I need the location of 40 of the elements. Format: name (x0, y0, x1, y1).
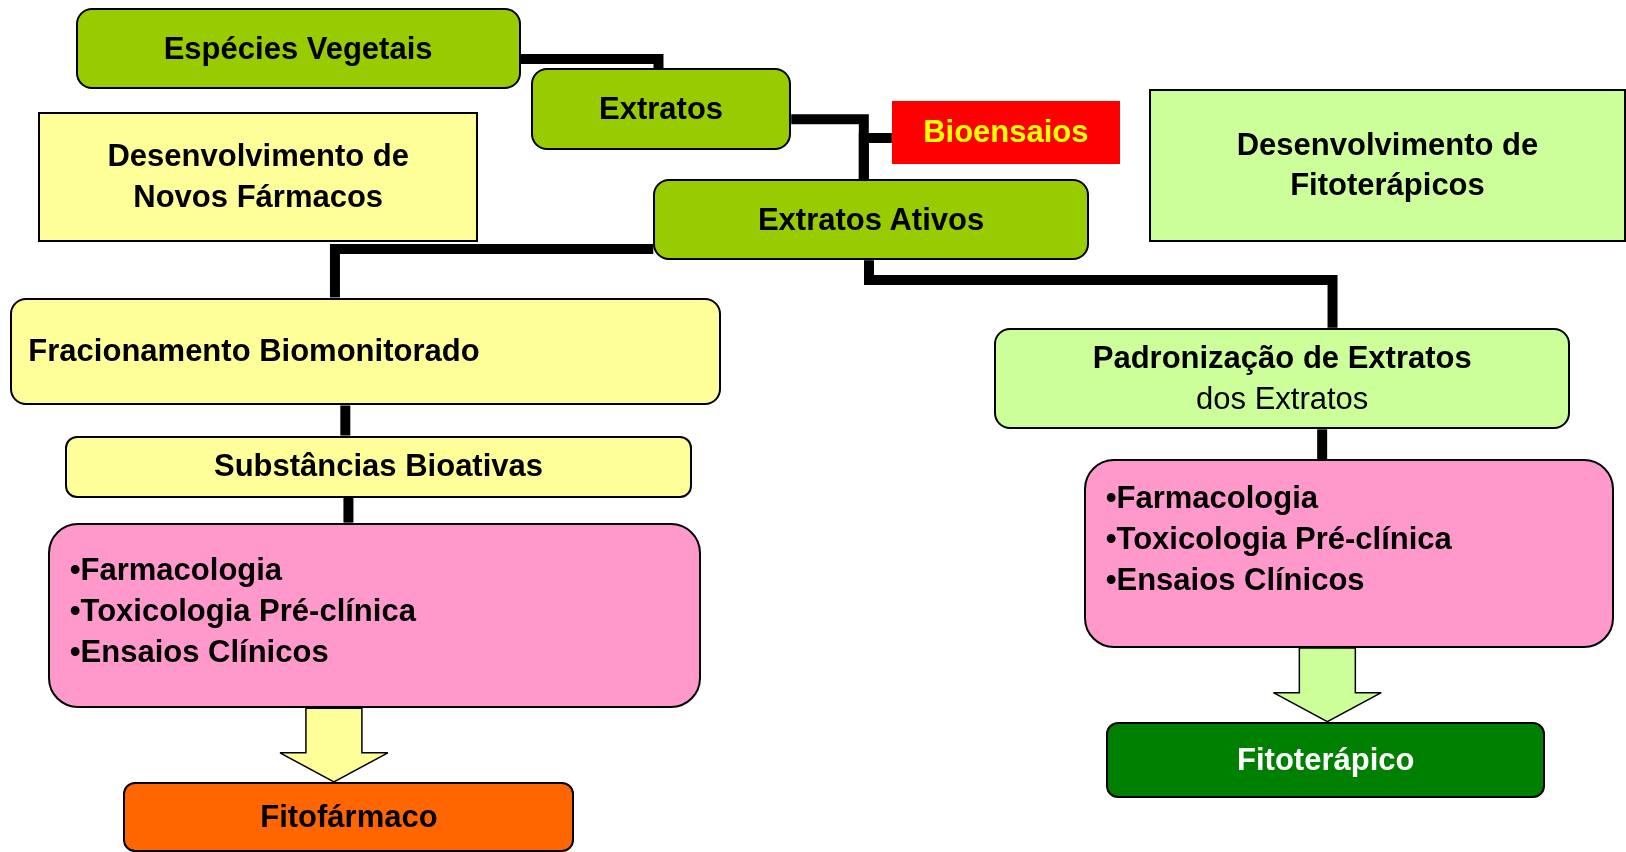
block-arrow (279, 707, 389, 783)
list-box (47, 522, 701, 709)
connector-line (858, 132, 892, 180)
connector-line (343, 497, 354, 523)
process-box (10, 297, 721, 406)
process-box (994, 327, 1570, 430)
connector-line (1317, 429, 1328, 460)
box-label: Fitofármaco (260, 797, 438, 836)
process-box (65, 435, 692, 498)
process-box (891, 100, 1120, 164)
list-item: •Ensaios Clínicos (69, 633, 329, 672)
box-label: Extratos Ativos (757, 200, 985, 239)
box-label: Bioensaios (923, 113, 1089, 152)
process-box (75, 8, 521, 90)
list-item: •Farmacologia (69, 550, 283, 589)
connector-line (864, 260, 1338, 328)
section-heading-box (1149, 89, 1626, 242)
box-label: dos Extratos (1196, 379, 1369, 418)
list-item: •Ensaios Clínicos (1105, 561, 1365, 600)
connector-line (329, 243, 654, 298)
box-label: Desenvolvimento de Novos Fármacos (106, 137, 410, 216)
section-heading-box (38, 112, 479, 242)
list-item: •Toxicologia Pré-clínica (69, 591, 416, 630)
box-label: Substâncias Bioativas (213, 447, 544, 486)
result-box (1106, 721, 1546, 799)
block-arrow (1272, 647, 1382, 723)
box-label: Fracionamento Biomonitorado (28, 332, 480, 371)
connector-line (520, 54, 664, 69)
connector-line (340, 405, 351, 436)
process-box (653, 179, 1089, 261)
box-label: Espécies Vegetais (163, 29, 433, 68)
box-label: Extratos (599, 90, 724, 129)
list-item: •Farmacologia (1105, 478, 1319, 517)
result-box (123, 781, 575, 852)
box-label: Desenvolvimento de Fitoterápicos (1235, 126, 1540, 205)
box-label: Padronização de Extratos (1092, 339, 1472, 378)
list-item: •Toxicologia Pré-clínica (1105, 520, 1452, 559)
box-label: Fitoterápico (1237, 740, 1415, 779)
list-box (1083, 459, 1614, 649)
process-box (530, 68, 792, 151)
